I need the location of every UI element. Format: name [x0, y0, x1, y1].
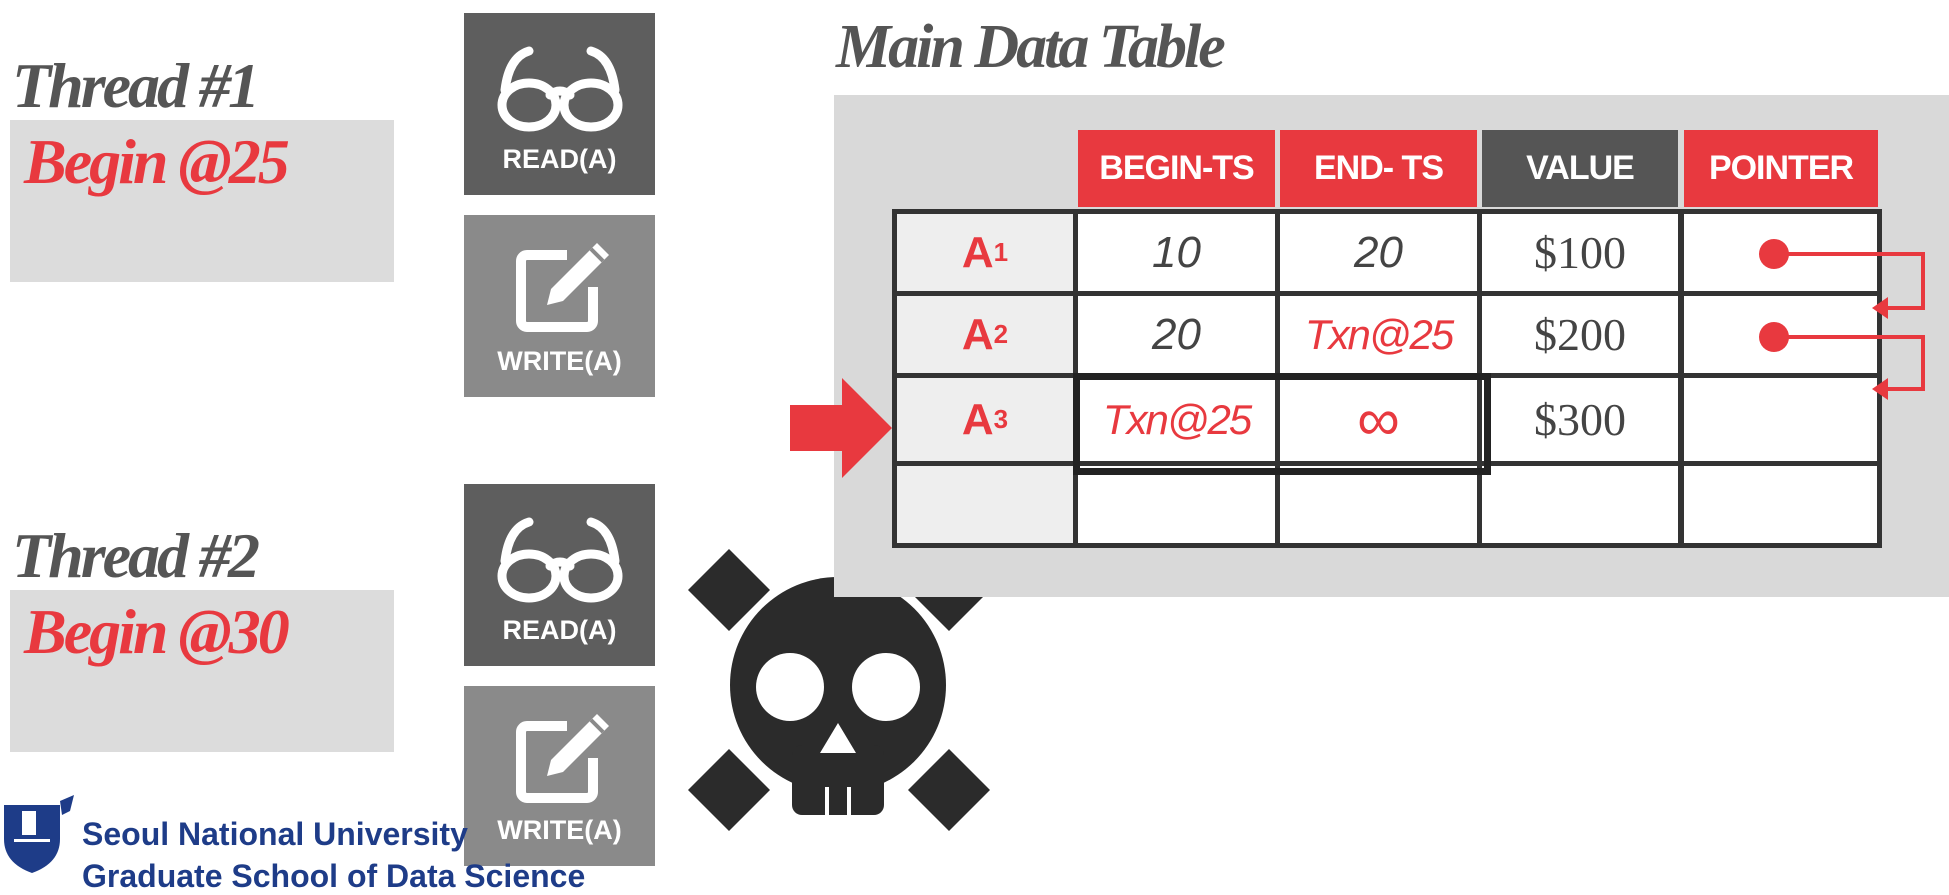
thread-1-read-op: READ(A)	[464, 13, 655, 195]
row-a3-end: ∞	[1280, 378, 1477, 461]
thread-1-read-label: READ(A)	[502, 144, 617, 174]
header-begin-ts: BEGIN-TS	[1078, 130, 1275, 207]
thread-1-write-label: WRITE(A)	[497, 346, 622, 376]
thread-1-write-op: WRITE(A)	[464, 215, 655, 397]
thread-2-read-op: READ(A)	[464, 484, 655, 666]
row-empty-pointer	[1684, 466, 1877, 543]
thread-1-box: Begin @25	[10, 120, 394, 282]
thread-2-title: Thread #2	[12, 520, 260, 591]
row-a1-begin: 10	[1078, 214, 1275, 291]
edit-icon	[515, 714, 609, 803]
row-a2-name: A	[961, 309, 994, 359]
school-name: Graduate School of Data Science	[82, 858, 586, 894]
row-empty-end	[1280, 466, 1477, 543]
row-a3-sub: 3	[993, 404, 1009, 434]
thread-2-write-op: WRITE(A)	[464, 686, 655, 866]
row-a2-begin: 20	[1078, 296, 1275, 373]
row-a3-value: $300	[1482, 378, 1678, 461]
glasses-icon	[497, 46, 622, 132]
row-a1-name: A	[961, 227, 994, 277]
row-empty-begin	[1078, 466, 1275, 543]
university-name: Seoul National University	[82, 816, 468, 852]
arrow-right-icon	[790, 378, 892, 478]
header-end-ts: END- TS	[1280, 130, 1477, 207]
row-a3-name: A	[961, 394, 994, 444]
header-value: VALUE	[1482, 130, 1678, 207]
main-table-title: Main Data Table	[836, 13, 1226, 81]
row-empty-value	[1482, 466, 1678, 543]
header-pointer: POINTER	[1684, 130, 1878, 207]
row-empty-label	[897, 466, 1073, 543]
snu-logo-icon	[4, 795, 74, 873]
row-a1-value: $100	[1482, 214, 1678, 291]
thread-1-begin: Begin @25	[24, 126, 290, 197]
glasses-icon	[497, 517, 622, 603]
version-pointer-arrows	[1759, 239, 1925, 400]
thread-2-begin: Begin @30	[24, 596, 290, 667]
row-a3-begin: Txn@25	[1078, 378, 1275, 461]
thread-2-box: Begin @30	[10, 590, 394, 752]
new-version-highlight	[1073, 373, 1491, 475]
thread-1-title: Thread #1	[12, 50, 260, 121]
row-a2-sub: 2	[993, 319, 1009, 349]
row-a1-sub: 1	[993, 237, 1009, 267]
row-a1-end: 20	[1280, 214, 1477, 291]
thread-2-read-label: READ(A)	[502, 615, 617, 645]
row-a2-end: Txn@25	[1280, 296, 1477, 373]
edit-icon	[515, 243, 609, 332]
row-a3-pointer	[1684, 378, 1877, 461]
row-a2-value: $200	[1482, 296, 1678, 373]
skull-crossbones-icon	[687, 548, 991, 832]
thread-2-write-label: WRITE(A)	[497, 815, 622, 845]
